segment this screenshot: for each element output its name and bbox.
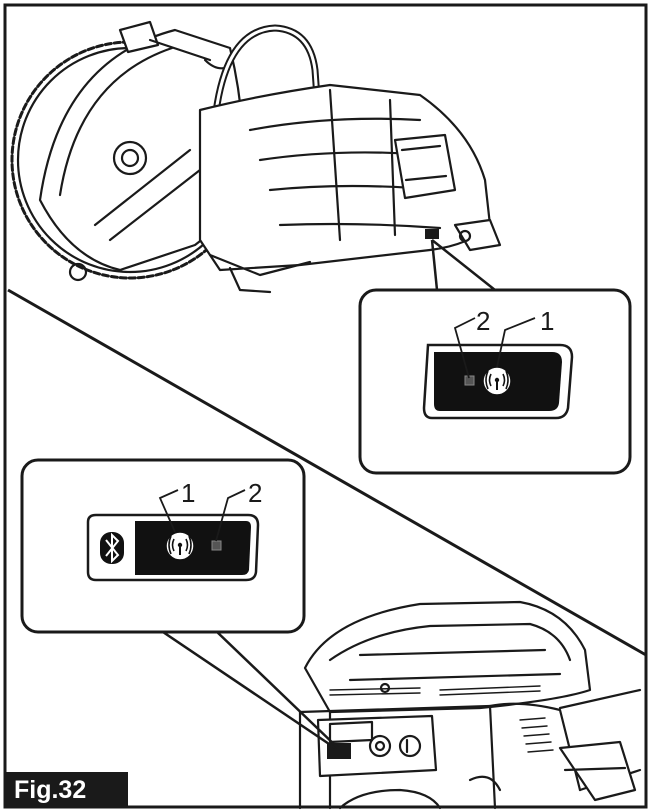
figure-border <box>3 3 648 809</box>
callout-leaders-bottom <box>158 489 246 542</box>
callout-number-1-top: 1 <box>540 306 554 336</box>
panel-location-marker-top <box>425 229 439 239</box>
wireless-activation-icon-bottom <box>165 531 195 561</box>
callout-number-2-bottom: 2 <box>248 478 262 508</box>
wireless-activation-icon <box>482 366 512 396</box>
divider-line <box>7 288 647 657</box>
callout-number-1-bottom: 1 <box>181 478 195 508</box>
leader-lines-bottom <box>159 628 339 750</box>
indicator-lamp-icon-bottom <box>211 540 222 551</box>
callout-leaders-top <box>453 317 536 379</box>
callout-number-2-top: 2 <box>476 306 490 336</box>
power-cutter-illustration <box>10 20 502 294</box>
bluetooth-icon <box>100 532 124 564</box>
indicator-lamp-icon <box>464 375 475 386</box>
figure-label: Fig.32 <box>6 772 128 808</box>
device-illustration <box>298 600 642 810</box>
